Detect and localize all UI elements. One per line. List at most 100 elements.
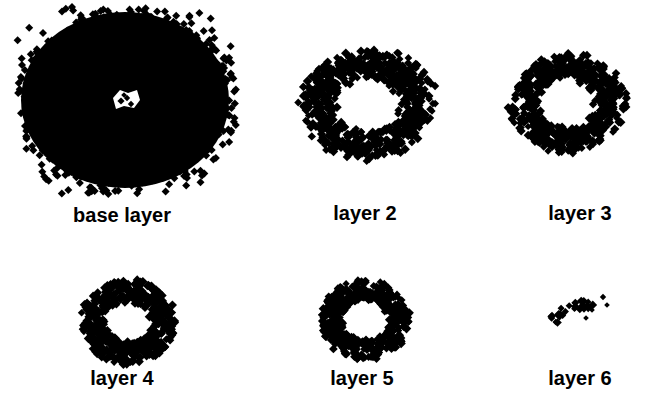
data-point	[127, 8, 135, 16]
data-point	[529, 135, 536, 142]
data-point	[208, 47, 216, 55]
data-point	[423, 117, 431, 125]
data-point	[135, 185, 143, 193]
data-point	[576, 79, 585, 88]
data-point	[513, 110, 521, 118]
data-point	[578, 144, 586, 152]
data-point	[220, 127, 228, 135]
data-point	[323, 57, 332, 66]
data-point	[586, 85, 595, 94]
data-point	[370, 130, 378, 138]
data-point	[58, 190, 66, 198]
data-point	[25, 24, 33, 32]
data-point	[64, 186, 72, 194]
data-point	[68, 3, 76, 11]
layer-2-cloud	[294, 46, 439, 165]
data-point	[210, 34, 218, 42]
data-point	[582, 128, 591, 137]
data-point	[552, 132, 559, 139]
data-point	[394, 49, 402, 57]
layer-4-cloud	[78, 275, 179, 369]
data-point	[595, 138, 603, 146]
data-point	[18, 61, 26, 69]
data-point	[14, 36, 22, 44]
data-point	[164, 14, 172, 22]
data-point	[117, 97, 124, 104]
data-point	[99, 179, 107, 187]
data-point	[509, 103, 516, 110]
data-point	[65, 164, 73, 172]
data-point	[91, 12, 99, 20]
data-point	[146, 16, 154, 24]
data-point	[198, 47, 206, 55]
data-point	[373, 146, 381, 154]
data-point	[74, 25, 82, 33]
data-point	[105, 175, 113, 183]
data-point	[316, 86, 325, 95]
data-point	[338, 137, 346, 145]
data-point	[76, 179, 84, 187]
data-point	[220, 89, 228, 97]
data-point	[314, 106, 323, 115]
data-point	[332, 102, 342, 112]
data-point	[22, 127, 30, 135]
data-point	[51, 37, 59, 45]
data-point	[182, 40, 190, 48]
data-point	[572, 69, 581, 78]
data-point	[380, 150, 388, 158]
data-point	[121, 92, 127, 98]
center-hole	[113, 90, 140, 109]
layer-3-cloud	[504, 49, 631, 158]
data-point	[39, 29, 47, 37]
data-point	[28, 142, 36, 150]
data-point	[38, 161, 46, 169]
data-point	[428, 107, 435, 114]
data-point	[418, 110, 426, 118]
data-point	[17, 109, 25, 117]
data-point	[327, 85, 336, 94]
data-point	[186, 12, 194, 20]
data-point	[341, 78, 350, 87]
data-point	[326, 145, 335, 154]
data-point	[46, 155, 54, 163]
data-point	[302, 117, 310, 125]
data-point	[424, 78, 431, 85]
data-point	[596, 93, 605, 102]
data-point	[227, 70, 235, 78]
data-point	[153, 8, 161, 16]
data-point	[561, 131, 570, 140]
data-point	[407, 72, 416, 81]
data-point	[334, 68, 343, 77]
data-point	[91, 170, 99, 178]
data-point	[128, 101, 134, 107]
data-point	[187, 19, 195, 27]
data-point	[591, 111, 600, 120]
data-point	[328, 132, 336, 140]
data-point	[194, 148, 202, 156]
data-point	[325, 105, 334, 114]
data-point	[76, 171, 84, 179]
data-point	[614, 117, 623, 126]
data-point	[208, 26, 216, 34]
data-point	[356, 47, 366, 57]
data-point	[219, 140, 227, 148]
data-point	[582, 138, 590, 146]
data-point	[412, 133, 420, 141]
data-point	[407, 87, 416, 96]
data-point	[334, 60, 341, 67]
data-point	[160, 24, 168, 32]
data-point	[555, 146, 563, 154]
data-point	[211, 80, 219, 88]
data-point	[176, 166, 184, 174]
data-point	[567, 54, 574, 61]
data-point	[589, 139, 596, 146]
data-point	[153, 21, 161, 29]
data-point	[294, 99, 302, 107]
dense-cloud	[21, 12, 229, 188]
data-point	[599, 61, 608, 70]
data-point	[551, 68, 558, 75]
data-point	[511, 91, 520, 100]
data-point	[396, 55, 404, 63]
data-point	[31, 89, 39, 97]
data-point	[417, 97, 426, 106]
